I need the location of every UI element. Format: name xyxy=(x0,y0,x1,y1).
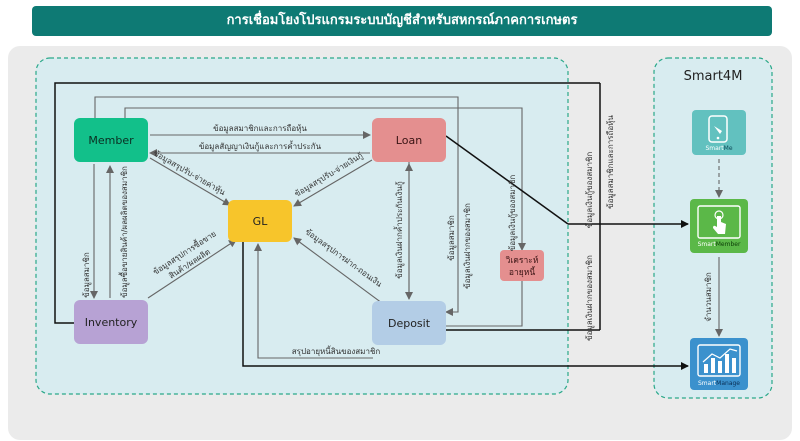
smartmanage-feed-arrow xyxy=(242,242,689,370)
bar-chart-icon xyxy=(697,344,741,377)
member-label: Member xyxy=(88,134,134,147)
label-debt-summary: สรุปอายุหนี้สินของสมาชิก xyxy=(292,345,381,356)
member-gl-arrow xyxy=(149,157,231,206)
loan-node[interactable]: Loan xyxy=(372,118,446,162)
loan-label: Loan xyxy=(396,134,422,147)
member-node[interactable]: Member xyxy=(74,118,148,162)
smartme-app[interactable]: SmartMe xyxy=(692,110,746,155)
smartme-label: SmartMe xyxy=(705,145,732,152)
inventory-node[interactable]: Inventory xyxy=(74,300,148,344)
member-loan-data-line xyxy=(124,107,526,251)
smartmanage-app[interactable]: SmartManage xyxy=(690,338,748,390)
debt-analysis-node[interactable]: วิเคราะห์ อายุหนี้ xyxy=(500,250,544,281)
label-smart-member-count: จำนวนสมาชิก xyxy=(704,272,713,322)
label-member-inv-a: ข้อมูลสมาชิก xyxy=(82,252,92,298)
smartmember-app[interactable]: SmartMember xyxy=(690,199,748,253)
deposit-gl-arrow xyxy=(293,237,383,304)
analysis-gl-line xyxy=(446,281,523,327)
label-member-loan-shares: ข้อมูลสมาชิกและการถือหุ้น xyxy=(213,124,307,134)
label-to-smart-loans: ข้อมูลเงินกู้ของสมาชิก xyxy=(585,152,595,229)
diagram-title: การเชื่อมโยงโปรแกรมระบบบัญชีสำหรับสหกรณ์… xyxy=(226,13,578,28)
phone-tap-icon xyxy=(708,115,728,143)
hand-click-icon xyxy=(697,205,741,239)
label-to-smart-deposits: ข้อมูลเงินฝากของสมาชิก xyxy=(585,255,595,341)
smart4m-title: Smart4M xyxy=(684,69,743,84)
label-loan-deposit-guarantee: ข้อมูลเงินฝากค้ำประกันเงินกู้ xyxy=(393,181,405,279)
gl-node[interactable]: GL xyxy=(228,200,292,242)
title-banner: การเชื่อมโยงโปรแกรมระบบบัญชีสำหรับสหกรณ์… xyxy=(32,6,772,36)
gl-label: GL xyxy=(253,215,269,228)
inventory-gl-arrow xyxy=(147,239,237,299)
debt-analysis-line1: วิเคราะห์ xyxy=(505,255,538,266)
label-member-inv-b: ข้อมูลซื้อขายสินค้า/ผลผลิตของสมาชิก xyxy=(118,166,130,298)
label-loan-member-contracts: ข้อมูลสัญญาเงินกู้และการค้ำประกัน xyxy=(199,140,322,152)
debt-analysis-line2: อายุหนี้ xyxy=(509,266,536,278)
smartmanage-label: SmartManage xyxy=(698,380,740,387)
smartmember-label: SmartMember xyxy=(698,241,741,248)
inventory-label: Inventory xyxy=(85,316,138,329)
deposit-gl-summary-line xyxy=(254,243,373,359)
loan-smart-line xyxy=(445,135,569,225)
label-member-deposits: ข้อมูลเงินฝากของสมาชิก xyxy=(463,203,473,289)
loan-gl-arrow xyxy=(293,159,373,207)
member-deposit-data-line xyxy=(94,96,459,316)
label-to-smart-shares: ข้อมูลสมาชิกและการถือหุ้น xyxy=(606,115,616,209)
label-member-loans: ข้อมูลเงินกู้ของสมาชิก xyxy=(508,175,518,252)
deposit-node[interactable]: Deposit xyxy=(372,301,446,345)
label-deposit-members: ข้อมูลสมาชิก xyxy=(447,215,457,261)
inventory-smart-line xyxy=(54,82,600,324)
deposit-label: Deposit xyxy=(388,317,431,330)
